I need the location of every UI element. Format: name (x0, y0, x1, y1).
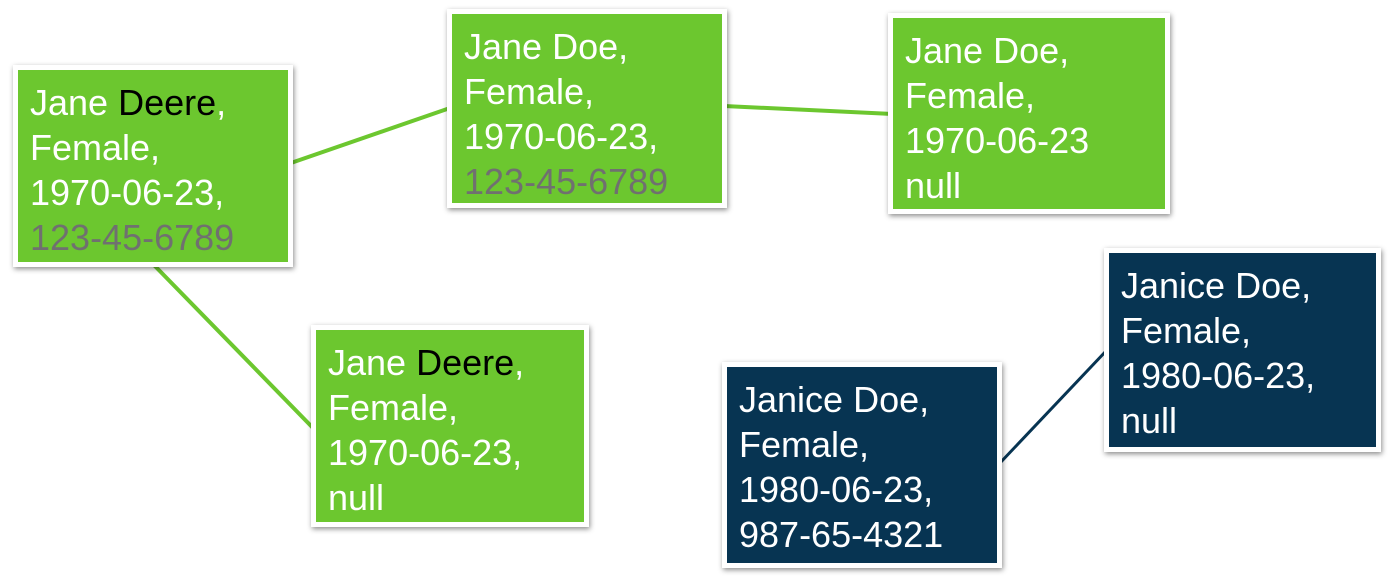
link-a-d (150, 261, 316, 431)
record-first-name: Jane (30, 82, 119, 123)
link-a-b (287, 106, 451, 166)
record-dob: 1970-06-23, (30, 172, 225, 213)
record-dob: 1980-06-23, (1121, 355, 1316, 396)
record-node-a: Jane Deere, Female, 1970-06-23, 123-45-6… (13, 65, 293, 267)
record-name-suffix: , (514, 342, 525, 383)
record-node-f: Janice Doe, Female, 1980-06-23, null (1104, 248, 1381, 452)
record-name-suffix: , (216, 82, 227, 123)
record-name: Jane Doe, (905, 30, 1070, 71)
record-ssn: null (1121, 400, 1178, 441)
record-ssn: null (328, 477, 385, 518)
record-ssn: 123-45-6789 (30, 217, 235, 258)
record-node-c: Jane Doe, Female, 1970-06-23 null (888, 13, 1170, 214)
record-name: Jane Doe, (464, 26, 629, 67)
record-first-name: Jane (328, 342, 417, 383)
record-dob: 1970-06-23 (905, 120, 1090, 161)
record-gender: Female, (739, 424, 870, 465)
record-node-e: Janice Doe, Female, 1980-06-23, 987-65-4… (722, 362, 1002, 568)
record-node-b: Jane Doe, Female, 1970-06-23, 123-45-678… (447, 9, 727, 208)
record-dob: 1980-06-23, (739, 469, 934, 510)
record-dob: 1970-06-23, (328, 432, 523, 473)
record-node-d: Jane Deere, Female, 1970-06-23, null (311, 325, 589, 527)
record-gender: Female, (464, 71, 595, 112)
record-ssn: 987-65-4321 (739, 514, 944, 555)
record-dob: 1970-06-23, (464, 116, 659, 157)
record-gender: Female, (905, 75, 1036, 116)
record-gender: Female, (328, 387, 459, 428)
link-e-f (997, 348, 1109, 466)
record-name: Janice Doe, (1121, 265, 1312, 306)
record-name: Jane Deere, (328, 340, 572, 385)
record-name: Janice Doe, (739, 379, 930, 420)
link-b-c (723, 104, 893, 116)
record-name: Jane Deere, (30, 80, 276, 125)
record-surname-highlight: Deere (118, 82, 217, 123)
record-gender: Female, (1121, 310, 1252, 351)
record-gender: Female, (30, 127, 161, 168)
record-surname-highlight: Deere (416, 342, 515, 383)
record-ssn: null (905, 165, 962, 206)
record-ssn: 123-45-6789 (464, 161, 669, 202)
